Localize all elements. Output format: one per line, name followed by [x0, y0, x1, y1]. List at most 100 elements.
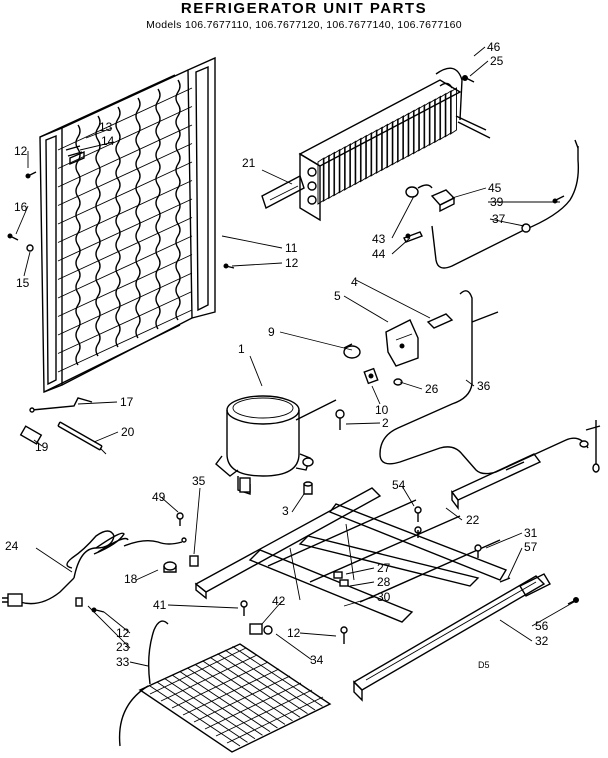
evaporator-fin [359, 134, 367, 183]
bottom-coil-tube [149, 685, 241, 747]
relay-9 [343, 343, 361, 359]
washer-15 [26, 244, 34, 252]
callout: 24 [5, 539, 19, 553]
leader-line [345, 567, 375, 575]
bottom-coil-tube [202, 660, 293, 722]
callout: 19 [35, 440, 49, 454]
bottom-coil-tube [217, 653, 308, 714]
clip-35 [189, 555, 199, 567]
screw-25 [462, 75, 475, 83]
leader-line [343, 295, 389, 323]
bottom-coil-tube [160, 654, 258, 702]
callout: 37 [492, 212, 506, 226]
footer-code: D5 [478, 660, 490, 670]
callout: 4 [351, 275, 358, 289]
leader-line [15, 205, 29, 235]
bottom-coil-tube [224, 649, 316, 711]
leader-line [261, 600, 283, 625]
callout: 43 [372, 232, 386, 246]
callout: 12 [287, 626, 301, 640]
callout: 1 [238, 342, 245, 356]
callout: 31 [524, 526, 538, 540]
leader-line [79, 141, 115, 151]
callout: 2 [382, 416, 389, 430]
callout: 12 [116, 626, 130, 640]
callout: 41 [153, 598, 167, 612]
callout: 49 [152, 490, 166, 504]
callout: 46 [487, 40, 501, 54]
evaporator-coil [261, 67, 491, 222]
bracket-42 [249, 623, 273, 635]
wire-17 [29, 397, 93, 413]
leader-line [371, 385, 381, 405]
grommet-43 [405, 184, 433, 198]
leader-line [391, 237, 411, 255]
leader-line [35, 547, 73, 573]
leader-line [445, 507, 463, 521]
leader-line [507, 547, 523, 579]
condenser-rung [57, 180, 193, 243]
evaporator-fin [317, 157, 325, 205]
leader-line [261, 169, 293, 185]
bottom-coil-tube [172, 674, 263, 736]
leader-line [275, 633, 313, 661]
callout: 13 [99, 120, 113, 134]
callout: 56 [535, 619, 549, 633]
leader-line [489, 218, 525, 227]
leader-lines [15, 46, 575, 667]
leader-line [469, 60, 489, 77]
screw-41 [240, 600, 248, 616]
callout: 39 [490, 195, 504, 209]
condenser-rung [57, 106, 193, 169]
page-title: REFRIGERATOR UNIT PARTS [180, 0, 428, 17]
leader-line [349, 581, 375, 587]
leader-line [355, 279, 431, 319]
grommet-3 [303, 481, 313, 495]
condenser-rung [57, 309, 193, 373]
leader-line [135, 569, 159, 581]
bottom-coil-tube [171, 661, 269, 709]
leader-line [485, 532, 523, 549]
bottom-coil-tube [209, 656, 301, 718]
leader-line [279, 331, 353, 351]
callout: 3 [282, 504, 289, 518]
bottom-coil-tube [182, 668, 280, 716]
evaporator-fin [391, 117, 399, 166]
screw-16 [7, 233, 19, 241]
leader-line [343, 596, 375, 607]
condenser-rod [95, 115, 101, 357]
clip-13-14 [65, 145, 83, 157]
screw-12-top [25, 171, 37, 179]
bottom-coil-tube [226, 696, 324, 744]
callout-labels: 46 25 21 45 39 37 43 44 13 14 12 16 15 1… [5, 40, 549, 670]
leader-line [23, 251, 31, 277]
evaporator-fin [333, 148, 341, 197]
overload-10 [363, 367, 379, 385]
callout: 17 [120, 395, 134, 409]
callout: 12 [285, 256, 299, 270]
leader-line [531, 601, 575, 627]
leader-line [391, 195, 415, 239]
callout: 32 [535, 634, 549, 648]
leader-line [401, 485, 415, 507]
leader-line [129, 661, 149, 667]
evaporator-fin [370, 129, 378, 177]
condenser-rung [57, 254, 193, 317]
bottom-coil-33 [118, 620, 332, 753]
evaporator-fin [428, 98, 436, 147]
callout: 33 [116, 655, 130, 669]
screw-56 [567, 597, 579, 605]
bottom-coil-tube [204, 682, 302, 730]
screw-31 [474, 544, 482, 558]
bottom-coil-tube [194, 664, 286, 725]
power-cord-24 [2, 530, 187, 607]
leader-line [77, 401, 118, 405]
condenser-rung [57, 124, 193, 188]
bottom-coil-tube [157, 682, 248, 743]
callout: 16 [14, 200, 28, 214]
callout: 22 [466, 513, 480, 527]
evaporator-fin [412, 106, 420, 155]
callout: 42 [272, 594, 286, 608]
